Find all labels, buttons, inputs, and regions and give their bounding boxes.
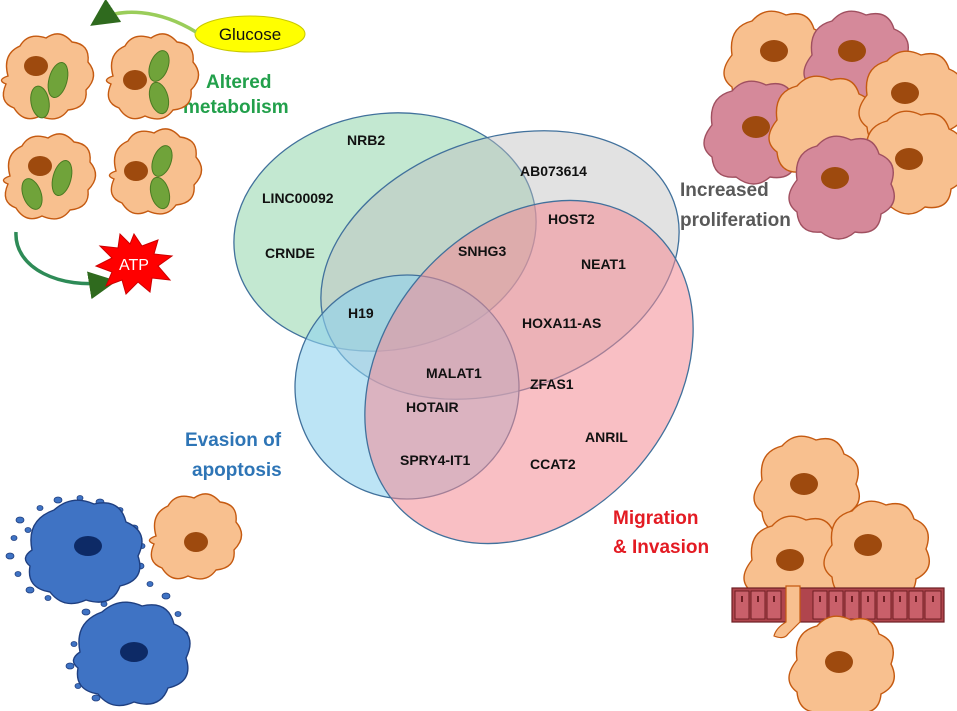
feature-proliferation-line1: Increased — [680, 180, 769, 201]
atp-arrow-icon — [14, 231, 117, 300]
metabolic-cell-icon — [2, 133, 97, 220]
glucose-oval — [194, 15, 306, 53]
proliferating-cell-icon — [788, 135, 895, 240]
gene-hotair: HOTAIR — [406, 399, 459, 415]
metabolic-cell-icon — [105, 33, 200, 120]
gene-zfas1: ZFAS1 — [530, 376, 574, 392]
feature-labels: Altered metabolism Increased proliferati… — [183, 72, 791, 558]
gene-crnde: CRNDE — [265, 245, 315, 261]
gene-snhg3: SNHG3 — [458, 243, 506, 259]
gene-anril: ANRIL — [585, 429, 628, 445]
proliferation-illustration — [703, 10, 957, 240]
metabolism-illustration: Glucose — [0, 0, 306, 300]
invading-cell-icon — [823, 500, 930, 605]
glucose-arrow-icon — [90, 0, 197, 34]
metabolic-cell-icon — [0, 33, 95, 120]
gene-host2: HOST2 — [548, 211, 595, 227]
feature-metabolism-line1: Altered — [206, 72, 271, 93]
gene-neat1: NEAT1 — [581, 256, 626, 272]
healthy-cell-icon — [148, 493, 243, 580]
gene-h19: H19 — [348, 305, 374, 321]
gene-ccat2: CCAT2 — [530, 456, 576, 472]
venn-sets — [233, 112, 694, 545]
gene-spry4-it1: SPRY4-IT1 — [400, 452, 470, 468]
invasion-illustration — [731, 435, 945, 711]
feature-apoptosis-line1: Evasion of — [185, 430, 282, 451]
glucose-label: Glucose — [219, 25, 281, 44]
apoptotic-cell-icon — [72, 601, 191, 707]
feature-metabolism-line2: metabolism — [183, 97, 289, 118]
migrating-cell-protrusion — [773, 585, 801, 639]
invaded-cell-icon — [788, 615, 895, 711]
gene-hoxa11-as: HOXA11-AS — [522, 315, 601, 331]
feature-migration-line1: Migration — [613, 508, 699, 529]
gene-nrb2: NRB2 — [347, 132, 385, 148]
set-migration-invasion — [364, 199, 694, 545]
gene-labels: NRB2 LINC00092 CRNDE AB073614 HOST2 SNHG… — [262, 132, 628, 472]
apoptotic-cell-icon — [24, 499, 143, 605]
apoptosis-illustration — [5, 493, 243, 707]
feature-proliferation-line2: proliferation — [680, 210, 791, 231]
gene-linc00092: LINC00092 — [262, 190, 334, 206]
gene-malat1: MALAT1 — [426, 365, 482, 381]
metabolic-cell-icon — [108, 128, 203, 215]
feature-migration-line2: & Invasion — [613, 537, 709, 558]
atp-label: ATP — [119, 257, 149, 274]
feature-apoptosis-line2: apoptosis — [192, 460, 282, 481]
atp-burst-icon — [94, 232, 174, 295]
epithelial-barrier — [731, 587, 945, 623]
gene-ab073614: AB073614 — [520, 163, 587, 179]
